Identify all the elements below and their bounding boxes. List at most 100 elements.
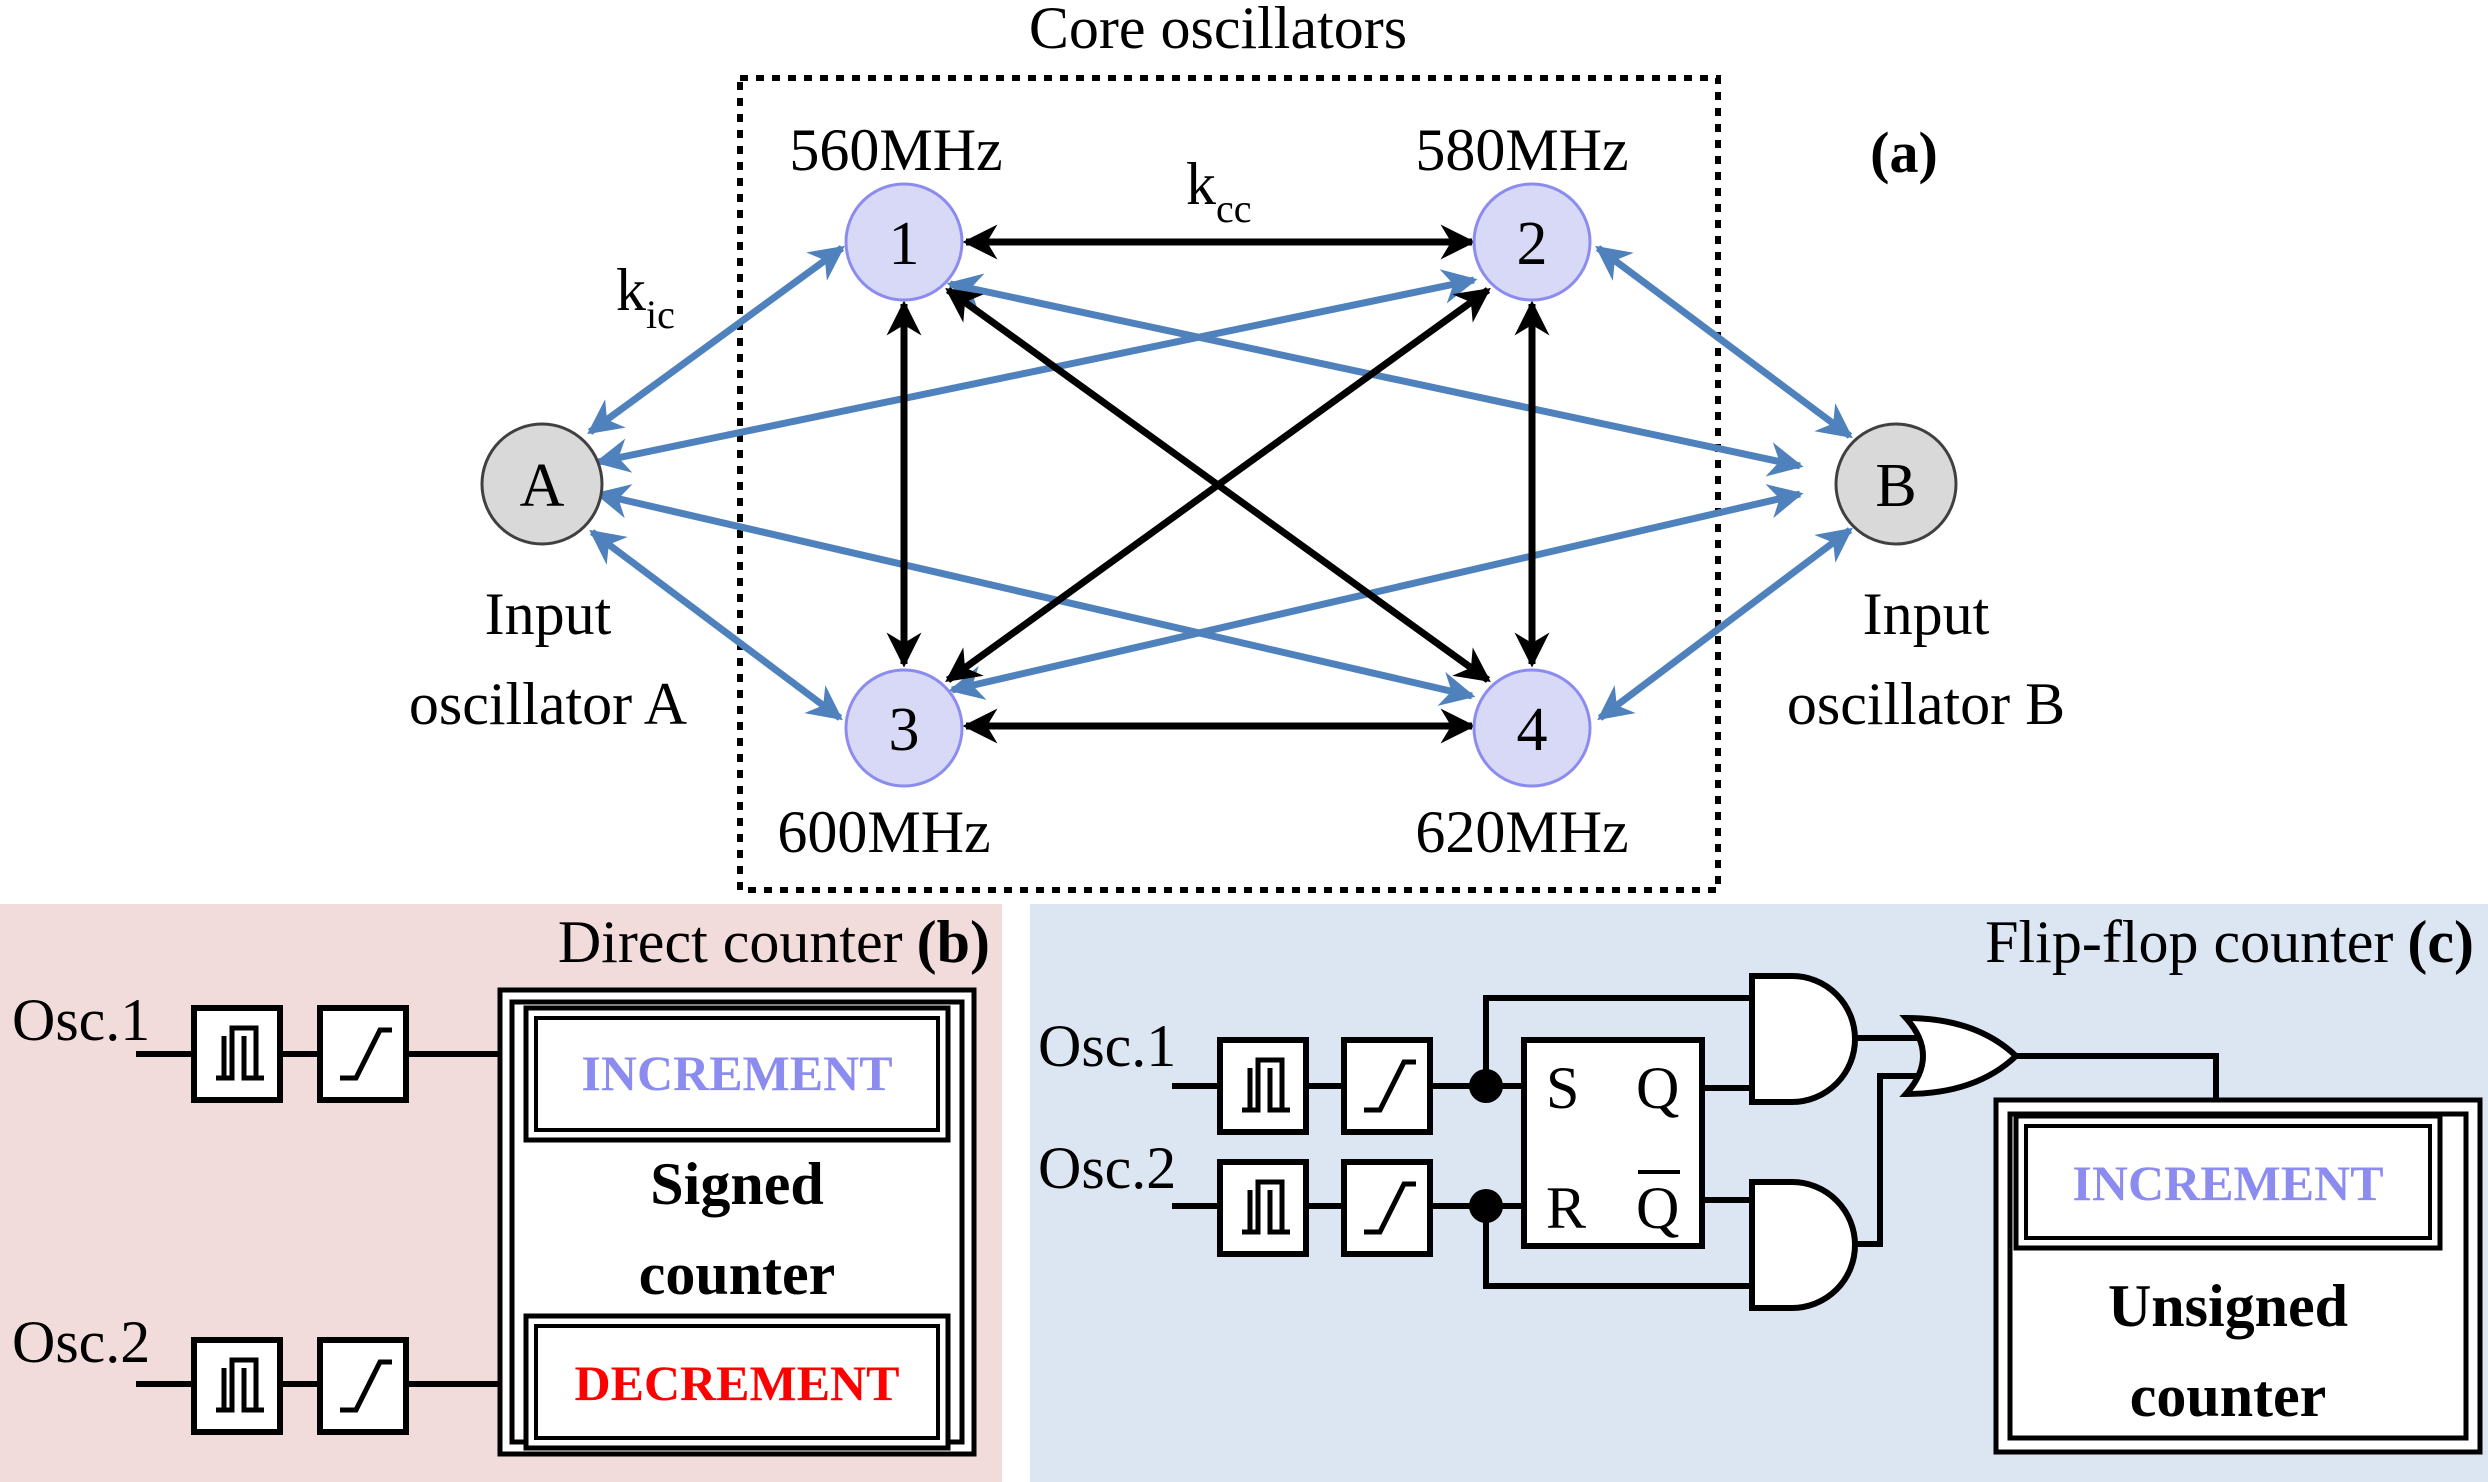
- unsigned-counter-label-line1: Unsigned: [2108, 1273, 2348, 1339]
- k-ic-label: kic: [616, 257, 675, 337]
- input-a-circle: [480, 422, 604, 546]
- panel-b-osc2-schmitt-box: [191, 1337, 283, 1435]
- input-b-label: B: [1875, 452, 1916, 520]
- and-gate-bottom: [1749, 1179, 1858, 1311]
- panel-c-increment-label: INCREMENT: [2072, 1155, 2383, 1211]
- core-node-2-freq: 580MHz: [1415, 117, 1628, 183]
- panel-b-osc1-label: Osc.1: [12, 987, 150, 1053]
- input-b-circle: [1834, 422, 1958, 546]
- core-node-2-circle: [1472, 182, 1592, 302]
- panel-c-osc2-edge-box: [1341, 1159, 1433, 1257]
- sr-latch: [1521, 1037, 1705, 1249]
- rising-edge-icon: [340, 1027, 392, 1081]
- signed-counter: INCREMENT Signed counter DECREMENT: [497, 987, 977, 1457]
- core-node-2: 2 580MHz: [1415, 117, 1629, 302]
- rising-edge-icon: [1364, 1181, 1416, 1235]
- sr-latch-qbar-label: Q: [1636, 1175, 1679, 1241]
- panel-b-osc1-schmitt-box: [191, 1005, 283, 1103]
- core-oscillators-box: [737, 75, 1721, 893]
- panel-b-osc1-edge-box: [317, 1005, 409, 1103]
- input-oscillator-b: B Input oscillator B: [1787, 422, 2065, 737]
- sr-latch-s-label: S: [1546, 1055, 1579, 1121]
- panel-a: Core oscillators (a) 1 560MHz: [409, 0, 2065, 893]
- panel-c: Flip-flop counter(c) Osc.1 Osc.2: [1030, 904, 2488, 1482]
- panel-c-osc1-schmitt-box: [1217, 1037, 1309, 1135]
- panel-a-tag: (a): [1870, 120, 1938, 185]
- core-node-1-circle: [844, 182, 964, 302]
- input-b-caption-line2: oscillator B: [1787, 671, 2065, 737]
- unsigned-counter: INCREMENT Unsigned counter: [1993, 1097, 2483, 1455]
- panel-c-osc2-schmitt-box: [1217, 1159, 1309, 1257]
- junction-dot-osc2: [1469, 1189, 1503, 1223]
- arrow-b-2: [1595, 245, 1853, 439]
- decrement-box: [523, 1313, 951, 1451]
- sr-latch-r-label: R: [1546, 1175, 1586, 1241]
- increment-box-inner: [534, 1016, 940, 1132]
- and-bottom-to-or-wire: [1854, 1073, 1928, 1247]
- k-ic-base: k: [616, 257, 646, 323]
- panel-b-title: Direct counter(b): [558, 909, 990, 975]
- and-gate-top: [1749, 973, 1858, 1105]
- arrow-2-3: [945, 287, 1491, 683]
- increment-label: INCREMENT: [581, 1045, 892, 1101]
- schmitt-trigger-icon: [216, 1357, 264, 1413]
- arrow-a-4: [594, 484, 1476, 706]
- panel-b-osc2-chain: [136, 1337, 500, 1435]
- panel-b-osc2-edge-box: [317, 1337, 409, 1435]
- or-output-wire: [2016, 1053, 2219, 1100]
- unsigned-counter-label-line2: counter: [2130, 1363, 2327, 1429]
- core-node-3-circle: [844, 668, 964, 788]
- k-ic-sub: ic: [646, 292, 675, 337]
- input-a-caption-line1: Input: [485, 581, 612, 647]
- panel-c-osc2-label: Osc.2: [1038, 1135, 1176, 1201]
- panel-b: Direct counter(b) Osc.1 Osc.2: [0, 904, 1002, 1482]
- panel-c-title: Flip-flop counter(c): [1985, 909, 2474, 975]
- input-a-label: A: [520, 452, 565, 520]
- panel-c-increment-box-inner: [2024, 1124, 2432, 1240]
- junction-dot-osc1: [1469, 1069, 1503, 1103]
- core-node-3: 3 600MHz: [777, 668, 991, 865]
- core-node-1-freq: 560MHz: [789, 117, 1002, 183]
- decrement-label: DECREMENT: [574, 1355, 899, 1411]
- panel-c-circuit: [1172, 973, 2219, 1311]
- core-node-4: 4 620MHz: [1415, 668, 1629, 865]
- core-node-3-label: 3: [889, 696, 920, 764]
- signed-counter-label-line1: Signed: [650, 1151, 823, 1217]
- core-node-1: 1 560MHz: [789, 117, 1003, 302]
- osc2-bypass-wire: [1483, 1206, 1752, 1289]
- input-b-caption-line1: Input: [1863, 581, 1990, 647]
- rising-edge-icon: [1364, 1059, 1416, 1113]
- core-node-4-label: 4: [1517, 696, 1548, 764]
- panel-b-osc2-label: Osc.2: [12, 1309, 150, 1375]
- signed-counter-label-line2: counter: [639, 1241, 836, 1307]
- increment-box: [523, 1005, 951, 1143]
- core-node-3-freq: 600MHz: [777, 799, 990, 865]
- panel-b-osc1-chain: [136, 1005, 500, 1103]
- schmitt-trigger-icon: [216, 1025, 264, 1081]
- sr-latch-q-label: Q: [1636, 1055, 1679, 1121]
- core-node-1-label: 1: [889, 210, 920, 278]
- core-coupling-arrows: [886, 224, 1550, 744]
- k-cc-sub: cc: [1216, 186, 1252, 231]
- k-cc-base: k: [1186, 151, 1216, 217]
- panel-c-osc1-label: Osc.1: [1038, 1013, 1176, 1079]
- core-node-4-freq: 620MHz: [1415, 799, 1628, 865]
- panel-c-tag: (c): [2407, 909, 2474, 975]
- or-gate: [1899, 1014, 2021, 1098]
- k-cc-label: kcc: [1186, 151, 1252, 231]
- input-a-caption-line2: oscillator A: [409, 671, 687, 737]
- arrow-b-4: [1597, 527, 1853, 721]
- input-oscillator-a: A Input oscillator A: [409, 422, 687, 737]
- core-node-4-circle: [1472, 668, 1592, 788]
- schmitt-trigger-icon: [1242, 1179, 1290, 1235]
- rising-edge-icon: [340, 1359, 392, 1413]
- panel-c-osc1-edge-box: [1341, 1037, 1433, 1135]
- schmitt-trigger-icon: [1242, 1057, 1290, 1113]
- core-oscillators-title: Core oscillators: [1029, 0, 1407, 61]
- osc1-bypass-wire: [1483, 995, 1752, 1086]
- panel-c-title-text: Flip-flop counter: [1985, 909, 2393, 975]
- panel-c-increment-box: [2013, 1113, 2443, 1251]
- panel-b-title-text: Direct counter: [558, 909, 903, 975]
- decrement-box-inner: [534, 1324, 940, 1440]
